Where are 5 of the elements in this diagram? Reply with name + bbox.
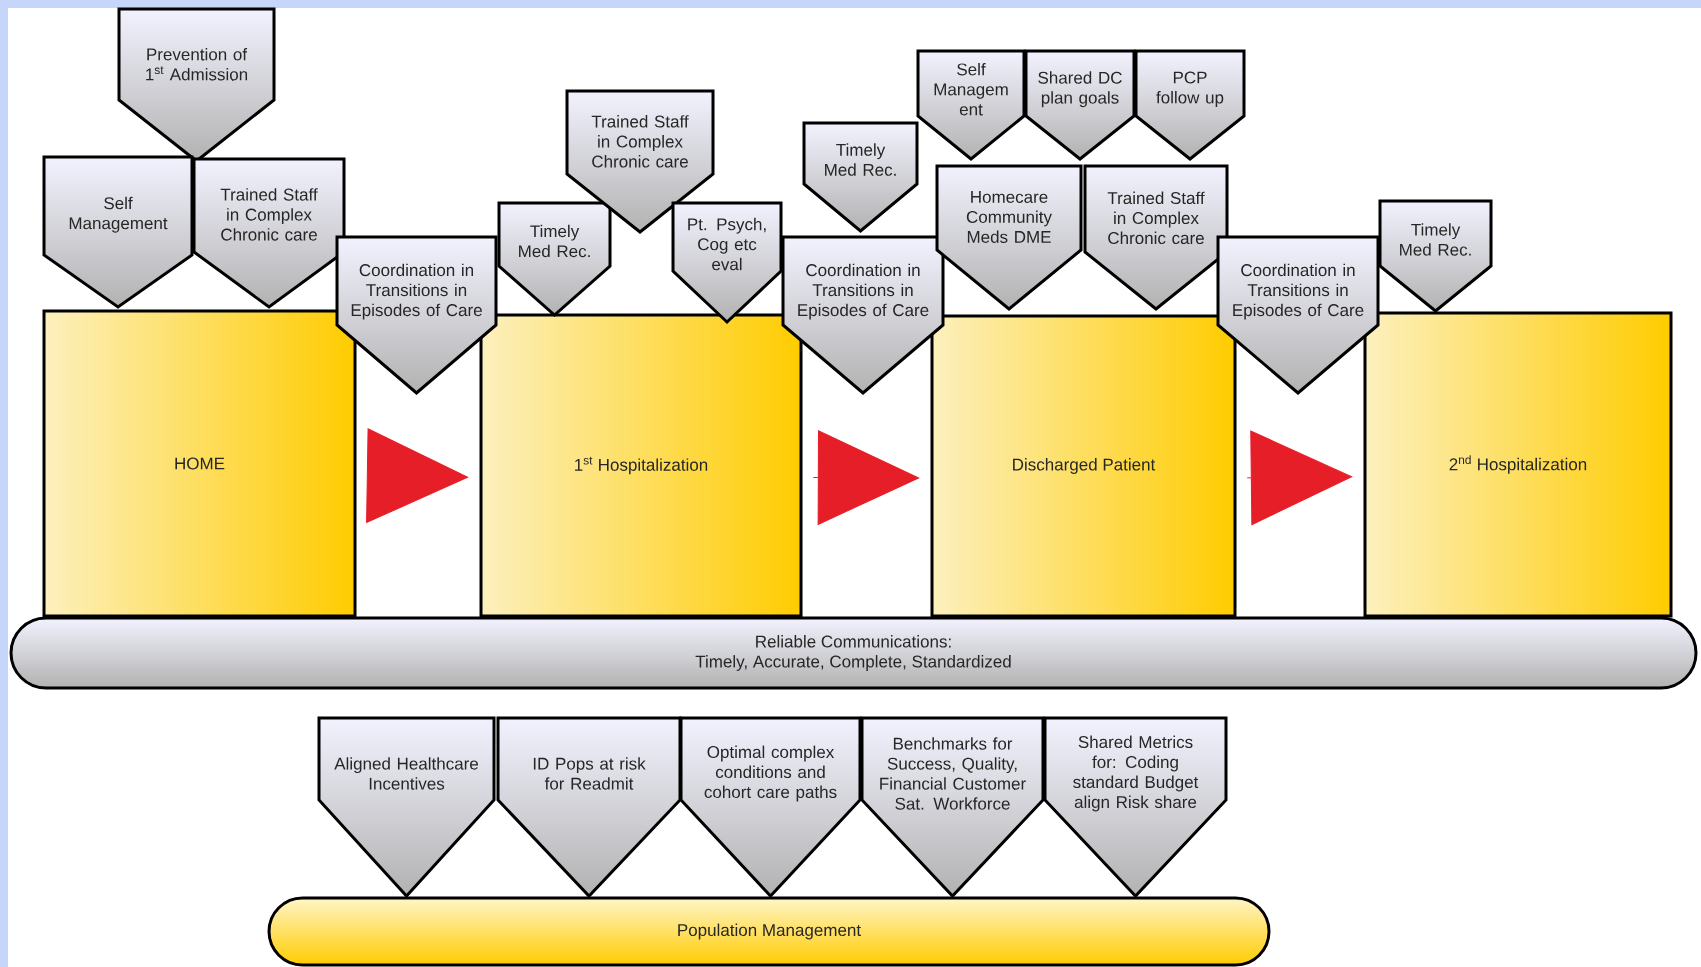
flow-arrow [366,428,469,523]
foundation-bar: Reliable Communications: Timely, Accurate, Complete, Standardized [9,616,1698,690]
stage-box: 2$^{nd}$ Hospitalization [1363,311,1673,618]
flow-arrow [812,430,920,525]
flow-arrow [1246,430,1353,526]
